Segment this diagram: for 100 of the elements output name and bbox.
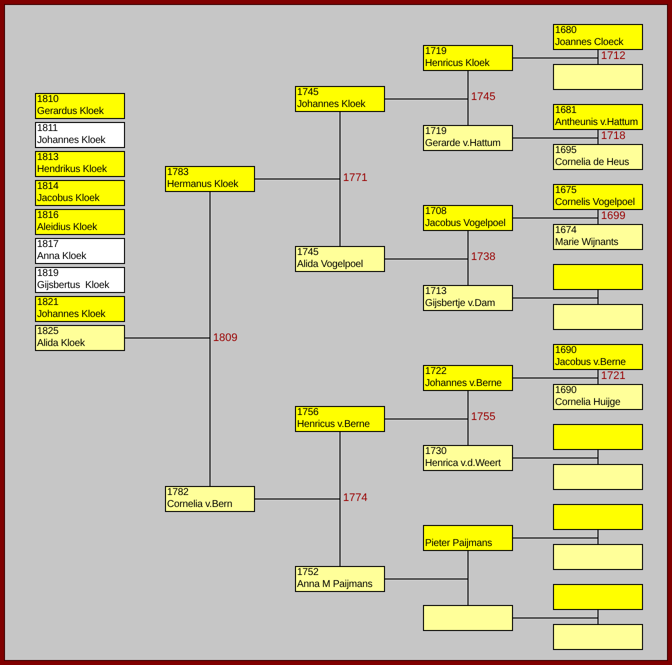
year-text: 1695 xyxy=(555,145,578,157)
person-box xyxy=(165,486,255,512)
person-box xyxy=(35,122,125,148)
name-text: Gijsbertus Kloek xyxy=(37,280,110,292)
person-box xyxy=(35,93,125,119)
person-box xyxy=(35,209,125,235)
connector-line xyxy=(384,258,468,286)
connector-line xyxy=(512,298,598,304)
empty-person-box xyxy=(553,264,643,290)
connector-line xyxy=(384,578,468,606)
empty-person-box xyxy=(553,584,643,610)
person-box xyxy=(423,445,513,471)
connector-line xyxy=(512,378,598,384)
person-box xyxy=(295,406,385,432)
person-box xyxy=(553,384,643,410)
year-text: 1730 xyxy=(425,446,448,458)
name-text: Hendrikus Kloek xyxy=(37,164,108,176)
year-text: 1819 xyxy=(37,268,60,280)
year-text: 1708 xyxy=(425,206,448,218)
empty-person-box xyxy=(553,624,643,650)
empty-person-box xyxy=(423,605,513,631)
year-text: 1814 xyxy=(37,181,60,193)
person-box xyxy=(423,125,513,151)
person-box xyxy=(35,180,125,206)
name-text: Johannes v.Berne xyxy=(425,378,503,390)
year-text: 1825 xyxy=(37,326,60,338)
year-text: 1783 xyxy=(167,167,190,179)
empty-person-box xyxy=(553,504,643,530)
person-box xyxy=(35,325,125,351)
name-text: Cornelia Huijge xyxy=(555,397,622,409)
person-box xyxy=(295,246,385,272)
connector-line xyxy=(512,218,598,224)
person-box xyxy=(423,45,513,71)
connector-line xyxy=(254,498,340,566)
person-box xyxy=(35,267,125,293)
name-text: Henricus v.Berne xyxy=(297,419,371,431)
name-text: Gijsbertje v.Dam xyxy=(425,298,496,310)
person-box xyxy=(35,296,125,322)
year-text: 1816 xyxy=(37,210,60,222)
name-text: Cornelis Vogelpoel xyxy=(555,197,636,209)
person-box xyxy=(553,184,643,210)
name-text: Jacobus v.Berne xyxy=(555,357,627,369)
person-box xyxy=(423,365,513,391)
year-text: 1719 xyxy=(425,46,448,58)
year-text: 1680 xyxy=(555,25,578,37)
person-box xyxy=(295,86,385,112)
connector-line xyxy=(384,98,468,126)
person-box xyxy=(165,166,255,192)
name-text: Hermanus Kloek xyxy=(167,179,240,191)
year-text: 1681 xyxy=(555,105,578,117)
year-text: 1810 xyxy=(37,94,60,106)
year-text: 1675 xyxy=(555,185,578,197)
connector-line xyxy=(512,58,598,64)
year-text: 1690 xyxy=(555,385,578,397)
person-box xyxy=(553,144,643,170)
person-box xyxy=(553,344,643,370)
year-text: 1719 xyxy=(425,126,448,138)
year-text: 1745 xyxy=(297,87,320,99)
name-text: Henricus Kloek xyxy=(425,58,490,70)
person-box xyxy=(553,224,643,250)
name-text: Jacobus Kloek xyxy=(37,193,100,205)
name-text: Joannes Cloeck xyxy=(555,37,624,49)
connector-line xyxy=(254,178,340,246)
name-text: Anna M Paijmans xyxy=(297,579,374,591)
person-box xyxy=(35,238,125,264)
name-text: Gerardus Kloek xyxy=(37,106,105,118)
connector-line xyxy=(512,138,598,144)
year-text: 1756 xyxy=(297,407,320,419)
connector-line xyxy=(512,618,598,624)
empty-person-box xyxy=(553,304,643,330)
name-text: Jacobus Vogelpoel xyxy=(425,218,507,230)
name-text: Johannes Kloek xyxy=(37,309,106,321)
connector-line xyxy=(512,458,598,464)
year-text: 1813 xyxy=(37,152,60,164)
year-text: 1690 xyxy=(555,345,578,357)
year-text: 1722 xyxy=(425,366,448,378)
empty-person-box xyxy=(553,464,643,490)
name-text: Anna Kloek xyxy=(37,251,88,263)
name-text: Henrica v.d.Weert xyxy=(425,458,502,470)
year-text: 1811 xyxy=(37,123,59,135)
name-text: Marie Wijnants xyxy=(555,237,620,249)
connector-line xyxy=(512,538,598,544)
empty-person-box xyxy=(553,424,643,450)
name-text: Alida Kloek xyxy=(37,338,86,350)
year-text: 1752 xyxy=(297,567,320,579)
name-text: Cornelia de Heus xyxy=(555,157,630,169)
person-box xyxy=(423,285,513,311)
name-text: Cornelia v.Bern xyxy=(167,499,234,511)
person-box xyxy=(35,151,125,177)
year-text: 1821 xyxy=(37,297,60,309)
year-text: 1674 xyxy=(555,225,578,237)
person-box xyxy=(553,104,643,130)
name-text: Johannes Kloek xyxy=(297,99,366,111)
year-text: 1713 xyxy=(425,286,448,298)
connector-line xyxy=(124,338,210,486)
empty-person-box xyxy=(553,544,643,570)
person-box xyxy=(295,566,385,592)
name-text: Johannes Kloek xyxy=(37,135,106,147)
connector-line xyxy=(384,418,468,446)
name-text: Gerarde v.Hattum xyxy=(425,138,502,150)
